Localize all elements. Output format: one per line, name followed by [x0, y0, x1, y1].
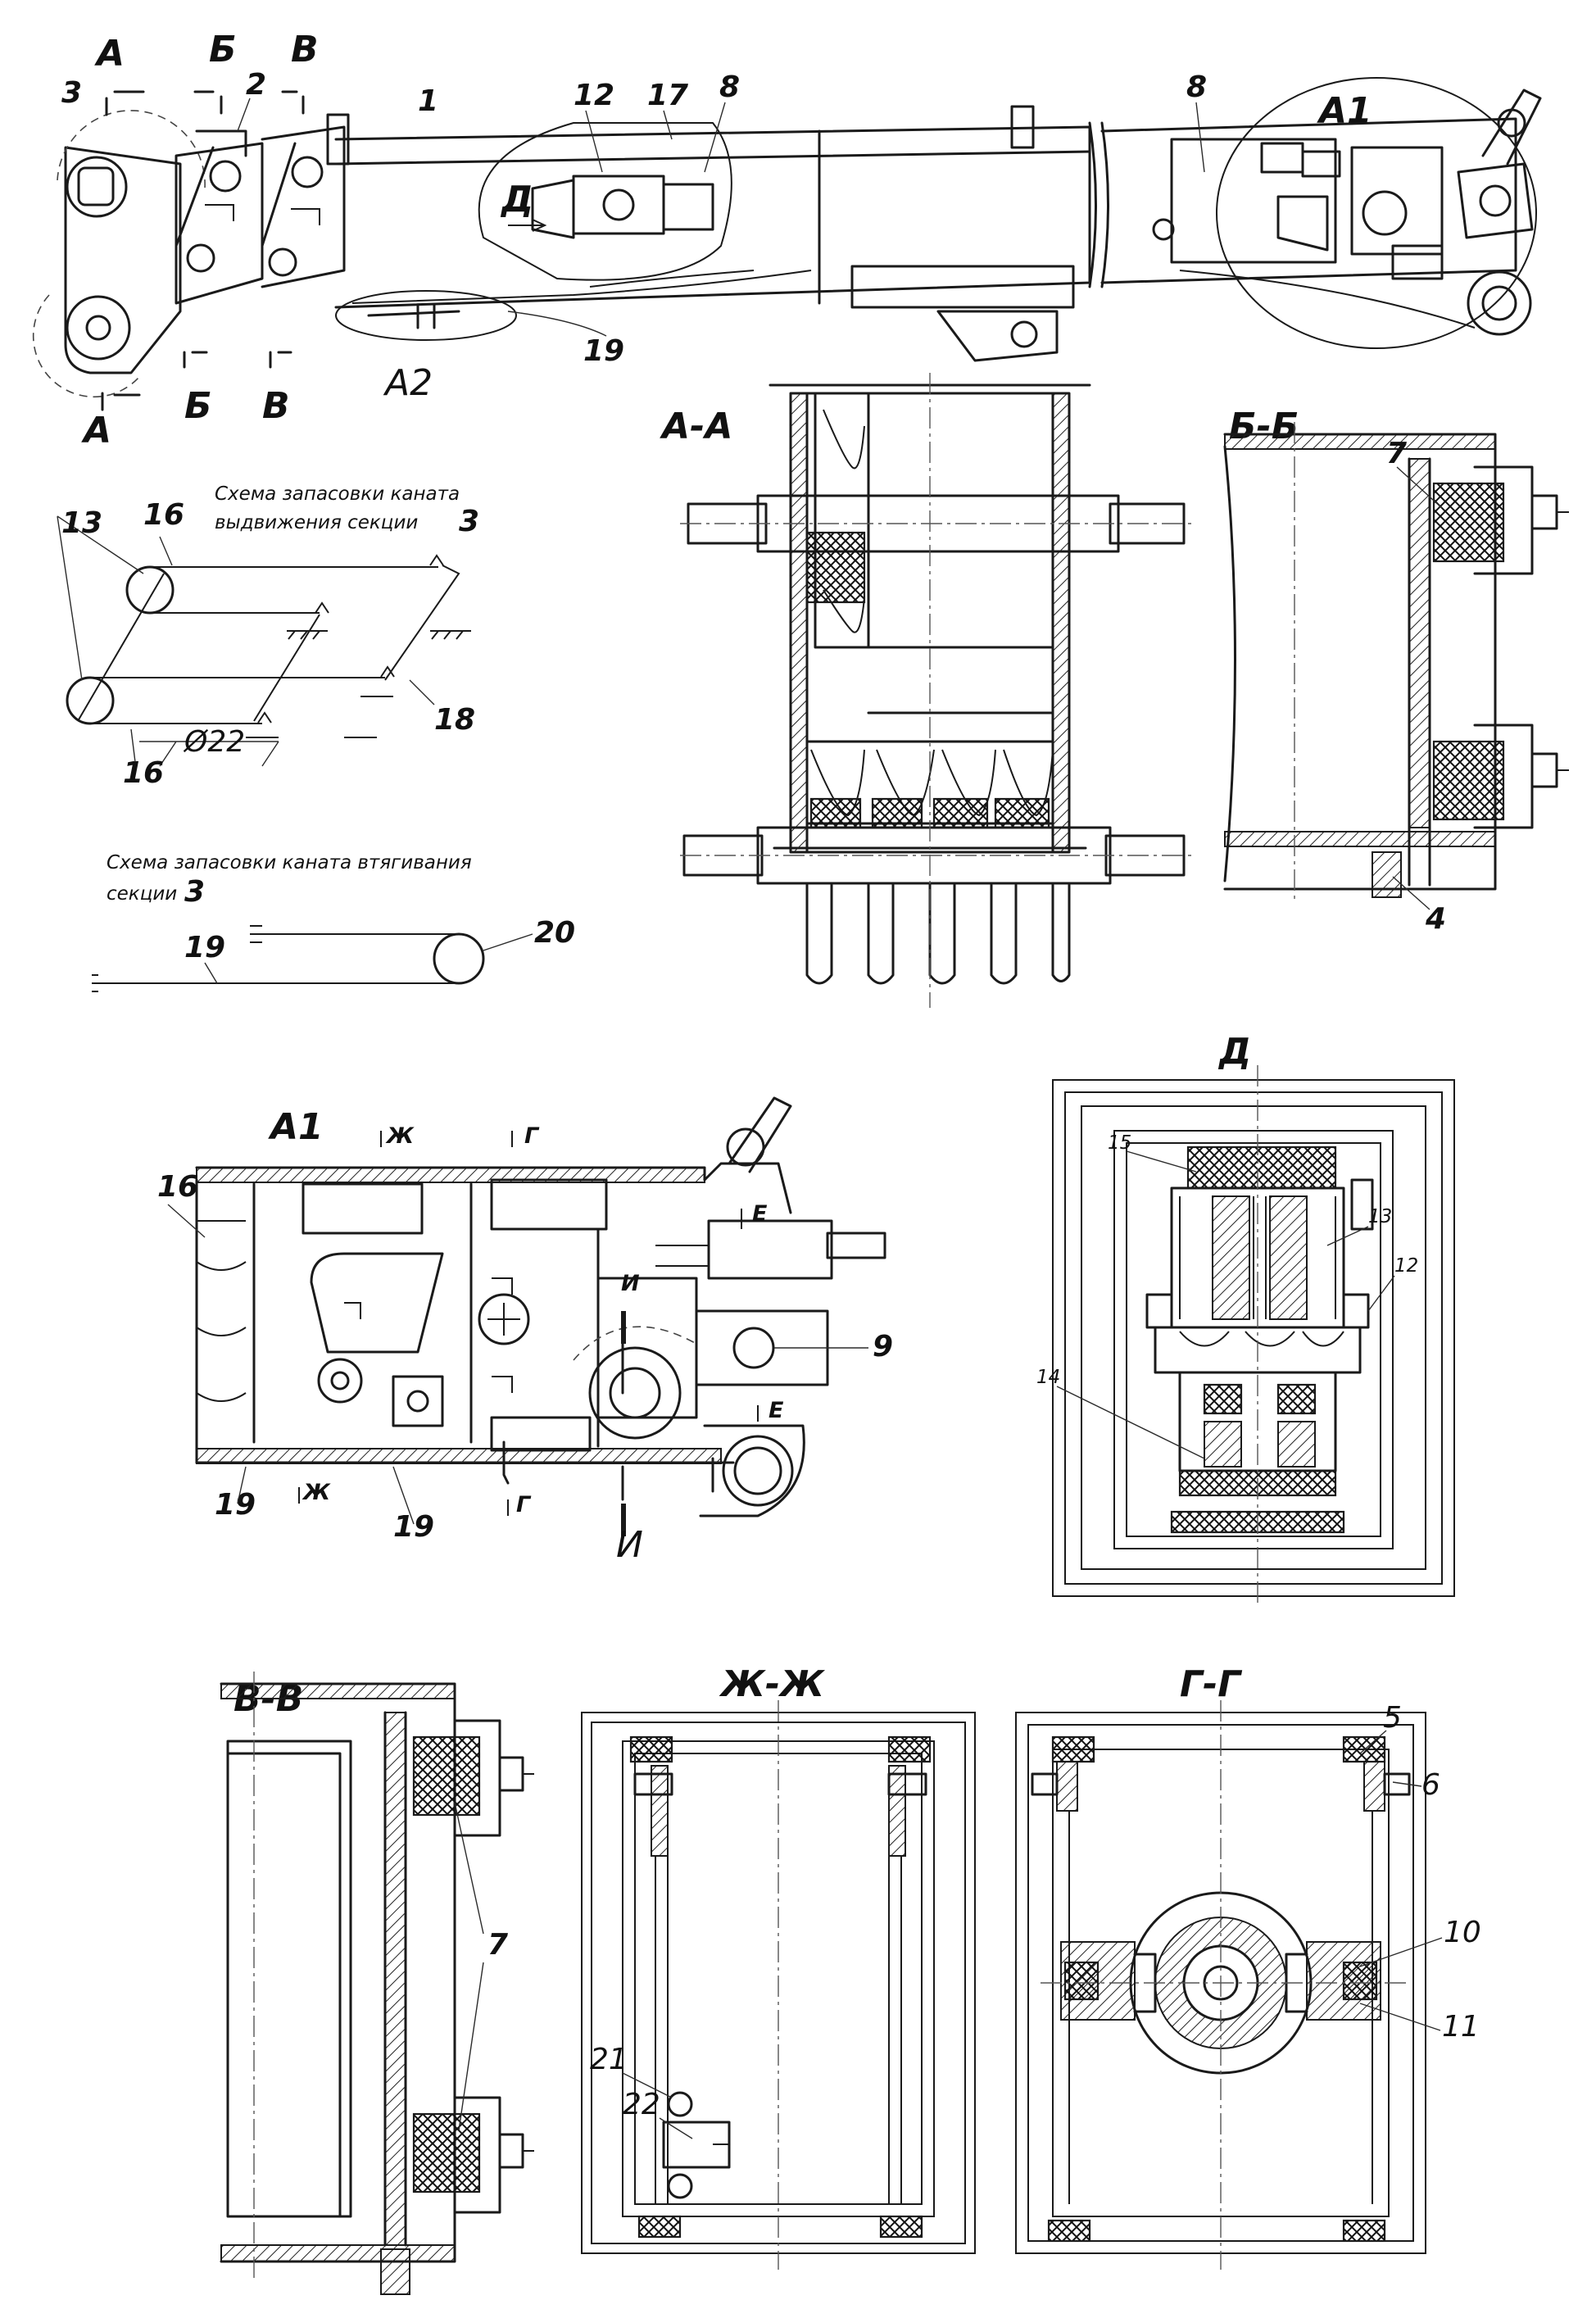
label-part-8-right: 8 [1186, 70, 1207, 104]
label-cut-e-bottom: Е [769, 1398, 784, 1423]
label-part-17: 17 [647, 79, 688, 112]
label-cut-v-top: В [291, 29, 319, 70]
label-part-6: 6 [1421, 1768, 1440, 1802]
scheme-retract-line1: Схема запасовки каната втягивания [107, 852, 472, 873]
label-part-2: 2 [246, 68, 266, 102]
sheave-set [805, 740, 1054, 829]
boom-general-view [32, 77, 1542, 398]
label-part-13-d: 13 [1368, 1206, 1392, 1227]
label-part-18: 18 [434, 703, 475, 737]
label-part-7-bb: 7 [1386, 437, 1407, 470]
label-part-16-scheme-top: 16 [143, 498, 184, 532]
label-part-13-scheme: 13 [61, 506, 102, 540]
label-detail-a2: А2 [383, 362, 433, 404]
label-cut-zh-bottom: Ж [302, 1480, 331, 1505]
label-detail-a1-top: А1 [1317, 90, 1372, 132]
label-cut-i-top: И [621, 1271, 640, 1296]
label-cut-b-bottom: Б [184, 385, 212, 427]
label-part-10: 10 [1444, 1916, 1481, 1949]
section-vv: В-В 7 [220, 1672, 534, 2295]
label-cut-e-top: Е [752, 1201, 768, 1227]
label-cut-i-bottom: И [616, 1524, 643, 1566]
scheme-extend-section-num: 3 [459, 505, 479, 538]
label-part-19-top: 19 [583, 334, 624, 368]
label-part-4: 4 [1425, 902, 1446, 936]
detail-a1-title: А1 [268, 1106, 324, 1148]
section-aa: А-А [660, 373, 1192, 1008]
rope-scheme-extend: Схема запасовки каната выдвижения секции… [57, 483, 479, 790]
label-part-3: 3 [61, 76, 82, 110]
detail-d: Д 15 13 12 14 [1036, 1031, 1455, 1606]
label-part-19-scheme: 19 [184, 931, 225, 964]
section-aa-title: А-А [660, 406, 732, 447]
section-bb: Б-Б 7 4 [1223, 406, 1569, 936]
label-part-12: 12 [574, 79, 614, 112]
label-cut-b-top: Б [209, 29, 237, 70]
label-part-11: 11 [1442, 2010, 1480, 2044]
label-cut-g-bottom: Г [516, 1492, 532, 1517]
label-cut-g-top: Г [524, 1123, 540, 1149]
detail-d-title: Д [1217, 1031, 1251, 1073]
label-part-1: 1 [418, 84, 438, 118]
label-part-7-vv: 7 [487, 1928, 508, 1962]
section-zhzh-title: Ж-Ж [719, 1663, 825, 1705]
section-zhzh: Ж-Ж 21 22 [581, 1663, 976, 2270]
label-cut-a-bottom: А [81, 410, 111, 451]
top-view-labels: А Б В 3 2 1 12 17 8 8 А1 Д 19 А2 А Б В [61, 29, 1372, 451]
label-part-14: 14 [1036, 1367, 1060, 1388]
scheme-retract-line2: секции [107, 883, 177, 905]
detail-a1: А1 16 9 [157, 1096, 893, 1566]
label-part-16-scheme-bottom: 16 [123, 756, 164, 790]
label-detail-d-top: Д [500, 179, 533, 220]
label-part-9: 9 [873, 1330, 893, 1363]
rope-scheme-retract: Схема запасовки каната втягивания секции… [92, 852, 575, 992]
label-part-16-a1: 16 [157, 1170, 198, 1204]
section-cut-marks [101, 90, 547, 411]
label-part-21: 21 [590, 2043, 628, 2076]
label-diameter: Ø22 [183, 725, 245, 759]
label-part-19-a1-right: 19 [393, 1510, 434, 1544]
label-part-22: 22 [623, 2088, 660, 2121]
label-part-12-d: 12 [1394, 1255, 1418, 1277]
label-part-19-a1-left: 19 [215, 1488, 256, 1522]
section-gg-title: Г-Г [1180, 1663, 1242, 1705]
label-cut-a-top: А [94, 33, 125, 75]
scheme-extend-line1: Схема запасовки каната [215, 483, 460, 505]
scheme-extend-line2: выдвижения секции [215, 512, 418, 533]
label-part-15: 15 [1108, 1132, 1131, 1154]
label-part-20: 20 [534, 916, 575, 950]
label-cut-v-bottom: В [262, 385, 290, 427]
label-part-5: 5 [1383, 1701, 1402, 1735]
label-part-8-left: 8 [719, 70, 740, 104]
section-gg: Г-Г 5 6 10 11 [1015, 1663, 1481, 2270]
lower-pulleys [805, 883, 1071, 985]
scheme-retract-section-num: 3 [184, 875, 205, 909]
label-cut-zh-top: Ж [385, 1123, 415, 1149]
